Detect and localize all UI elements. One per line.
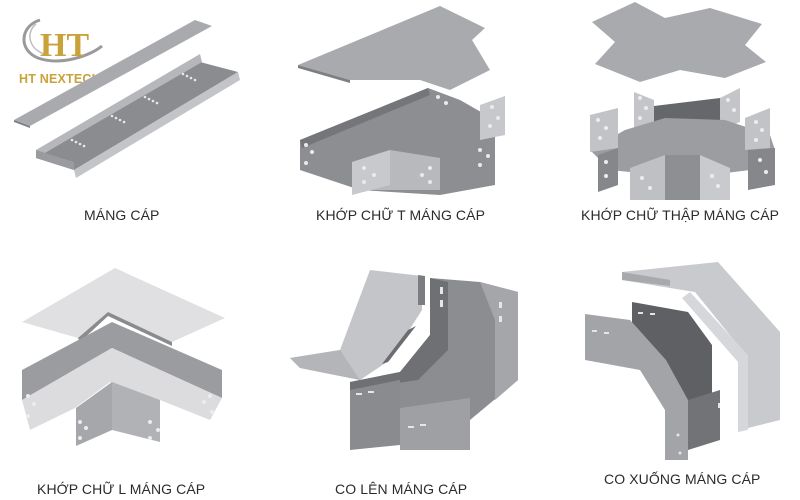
product-khop-chu-t: KHỚP CHỮ T MÁNG CÁP: [280, 0, 540, 235]
product-caption: KHỚP CHỮ L MÁNG CÁP: [37, 481, 206, 497]
ht-monogram-icon: HT: [22, 18, 103, 64]
vertical-outside-bend-icon: [585, 262, 780, 460]
product-khop-chu-thap: KHỚP CHỮ THẬP MÁNG CÁP: [570, 0, 800, 235]
svg-text:HT: HT: [40, 27, 89, 64]
product-caption: MÁNG CÁP: [84, 207, 160, 223]
elbow-fitting-icon: [22, 268, 225, 446]
product-caption: KHỚP CHỮ THẬP MÁNG CÁP: [581, 207, 780, 223]
vertical-inside-bend-icon: [290, 270, 518, 450]
product-co-xuong: CO XUỐNG MÁNG CÁP: [570, 250, 800, 500]
cable-tray-icon: [14, 20, 240, 178]
product-mang-cap: MÁNG CÁP: [0, 0, 270, 235]
brand-logo: HT HT NEXTECH: [10, 12, 115, 86]
product-caption: CO LÊN MÁNG CÁP: [335, 481, 468, 497]
product-caption: CO XUỐNG MÁNG CÁP: [604, 471, 761, 487]
product-co-len: CO LÊN MÁNG CÁP: [280, 250, 550, 500]
product-khop-chu-l: KHỚP CHỮ L MÁNG CÁP: [0, 250, 260, 500]
brand-name: HT NEXTECH: [19, 72, 101, 86]
cross-fitting-icon: [590, 2, 775, 200]
tee-fitting-icon: [298, 6, 505, 195]
product-caption: KHỚP CHỮ T MÁNG CÁP: [316, 207, 486, 223]
